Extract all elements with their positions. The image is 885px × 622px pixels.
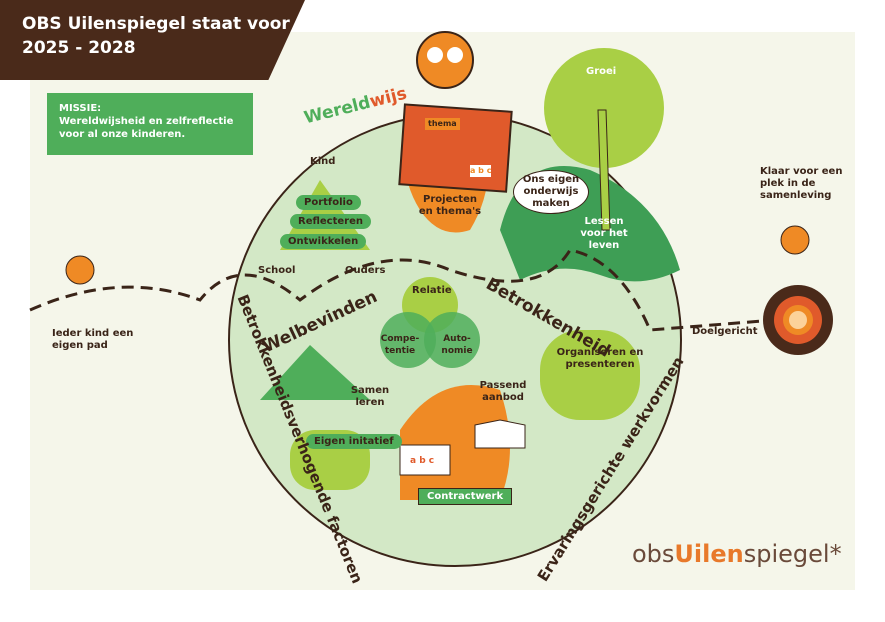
organiseren-label: Organiseren en presenteren (556, 347, 644, 370)
school-logo: obsUilenspiegel* (632, 540, 842, 568)
end-label: Klaar voor een plek in de samenleving (760, 166, 843, 201)
contractwerk-label: Contractwerk (418, 488, 513, 505)
kind-label: Kind (310, 156, 336, 167)
portfolio-pill: Portfolio (296, 195, 361, 210)
groei-label: Groei (586, 66, 617, 77)
child-start-icon (65, 255, 95, 285)
mission-text: Wereldwijsheid en zelfreflectie voor al … (59, 116, 234, 140)
book-icon (474, 419, 526, 449)
reflecteren-pill: Reflecteren (290, 214, 371, 229)
page-title: OBS Uilenspiegel staat voor 2025 - 2028 (22, 14, 290, 58)
school-label: School (258, 265, 296, 276)
board-abc: a b c (470, 165, 492, 177)
organiseren-area (540, 330, 640, 420)
relatie-label: Relatie (412, 285, 452, 296)
autonomie-label: Auto-nomie (441, 334, 473, 356)
samen-leren-label: Samen leren (350, 385, 390, 408)
lessen-label: Lessen voor het leven (580, 216, 628, 251)
speech-bubble: Ons eigen onderwijs maken (513, 170, 589, 214)
tree-trunk (597, 109, 611, 231)
title-banner (0, 0, 305, 80)
venn-competentie (380, 312, 436, 368)
venn-autonomie (424, 312, 480, 368)
ontwikkelen-pill: Ontwikkelen (280, 234, 367, 249)
ouders-label: Ouders (345, 265, 386, 276)
thema-tag: thema (425, 118, 460, 130)
doelgericht-label: Doelgericht (692, 326, 758, 337)
life-path (29, 248, 776, 332)
projecten-label: Projecten en thema's (418, 194, 482, 217)
competentie-label: Compe-tentie (380, 334, 420, 356)
owl-icon (416, 31, 474, 89)
mission-box: MISSIE: Wereldwijsheid en zelfreflectie … (47, 93, 253, 155)
abc-board (399, 444, 451, 476)
eigen-initiatief-pill: Eigen initatief (306, 434, 402, 449)
mission-label: MISSIE: (59, 103, 102, 114)
tree-crown (544, 48, 664, 168)
start-label: Ieder kind een eigen pad (52, 328, 134, 351)
passend-aanbod-label: Passend aanbod (479, 380, 527, 403)
abc-board-text: a b c (410, 456, 435, 466)
child-end-icon (780, 225, 810, 255)
samen-area (260, 345, 370, 400)
